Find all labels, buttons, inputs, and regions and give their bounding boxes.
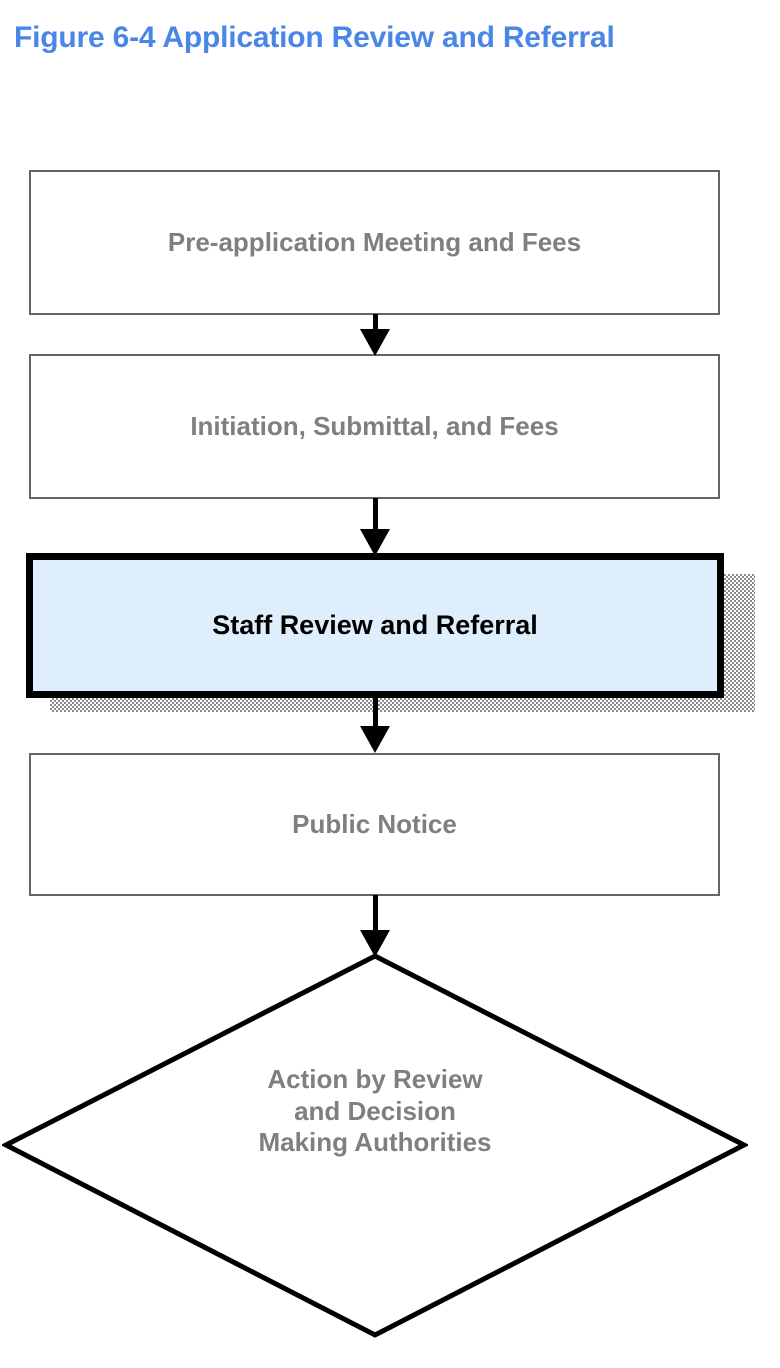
diamond-shape-icon: [2, 953, 748, 1338]
flow-node-staff-review-and-referral[interactable]: Staff Review and Referral: [26, 553, 724, 698]
connector-arrow-1: [360, 314, 390, 356]
connector-shaft: [372, 895, 378, 931]
flow-node-label: Public Notice: [292, 808, 457, 839]
connector-shaft: [372, 697, 378, 727]
connector-arrow-2: [360, 498, 390, 556]
figure-title: Figure 6-4 Application Review and Referr…: [14, 21, 615, 54]
flow-node-public-notice[interactable]: Public Notice: [29, 753, 720, 896]
flow-node-label: Staff Review and Referral: [212, 609, 538, 640]
flow-node-label: Pre-application Meeting and Fees: [167, 226, 582, 257]
connector-shaft: [372, 314, 378, 330]
connector-arrow-4: [360, 895, 390, 957]
flow-node-initiation-submittal-and-fees[interactable]: Initiation, Submittal, and Fees: [29, 354, 720, 499]
arrowhead-down-icon: [360, 930, 390, 957]
flow-node-pre-application-meeting-and-fees[interactable]: Pre-application Meeting and Fees: [29, 170, 720, 315]
arrowhead-down-icon: [360, 529, 390, 556]
arrowhead-down-icon: [360, 726, 390, 753]
connector-shaft: [372, 498, 378, 530]
flow-node-label: Initiation, Submittal, and Fees: [190, 410, 559, 441]
flow-node-action-by-review-and-decision-making-authorities[interactable]: Action by Review and Decision Making Aut…: [2, 952, 748, 1340]
connector-arrow-3: [360, 697, 390, 753]
arrowhead-down-icon: [360, 329, 390, 356]
